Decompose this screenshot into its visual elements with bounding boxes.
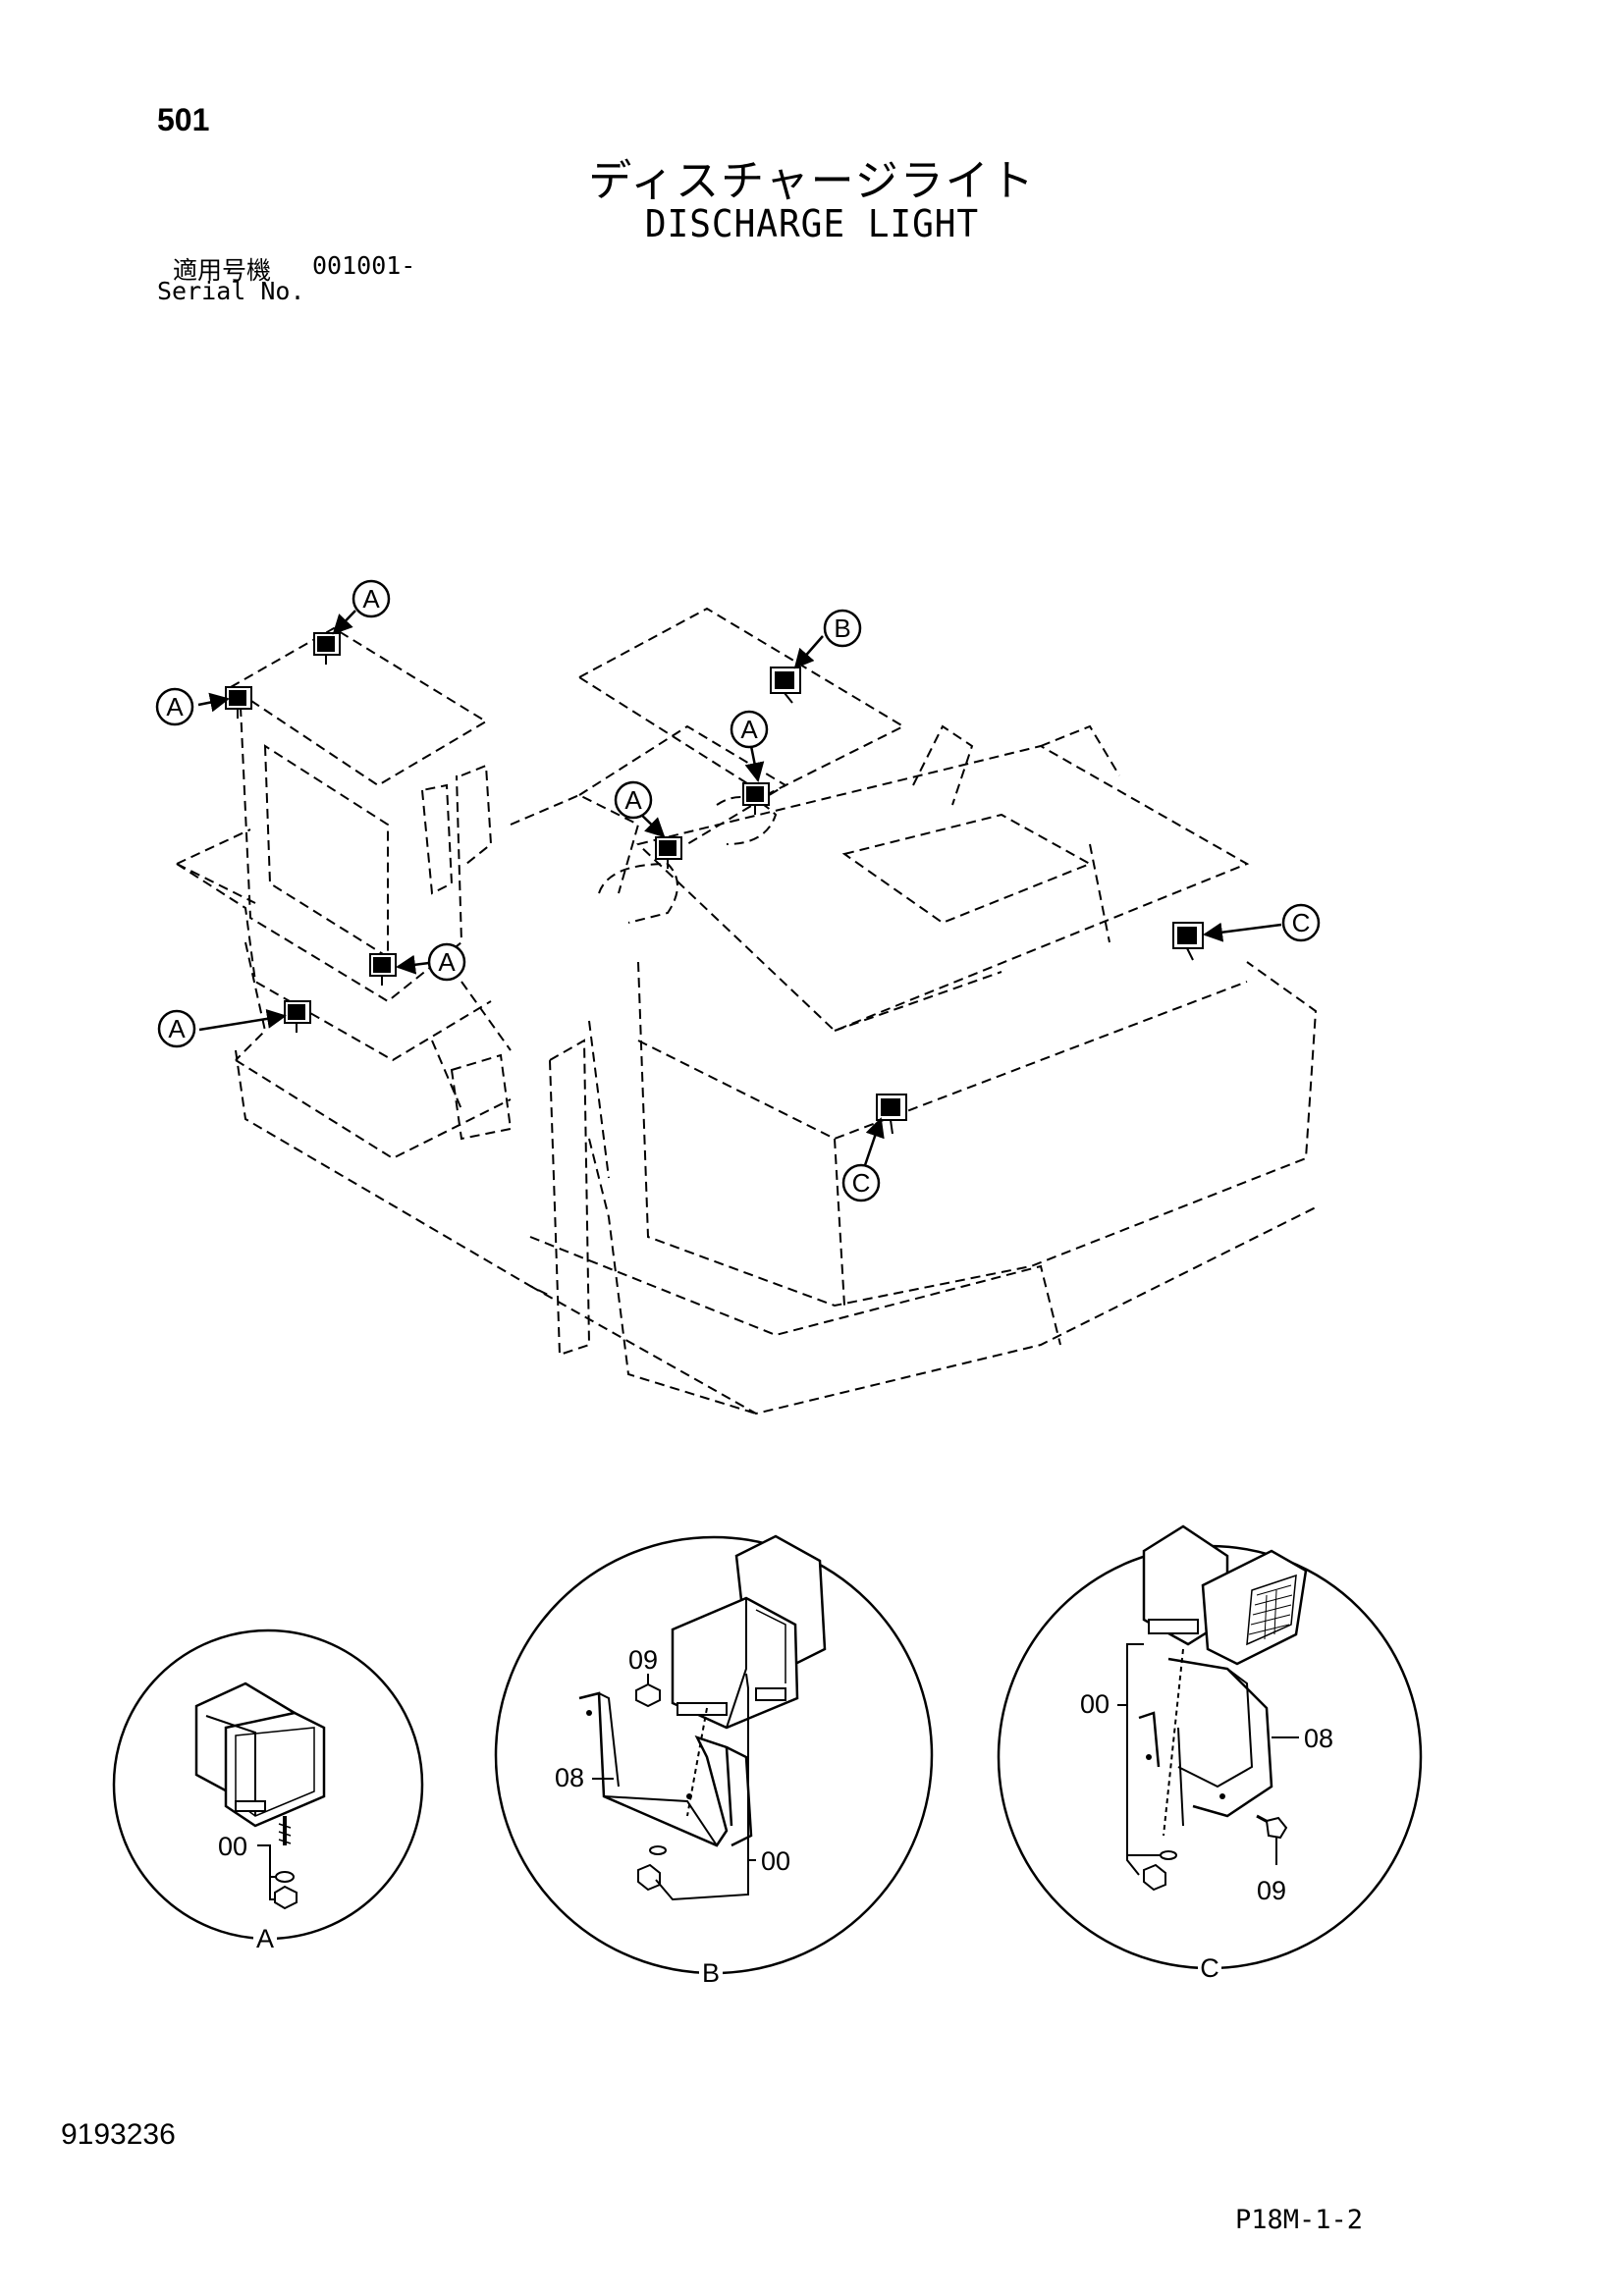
callout-a-4: A: [614, 780, 653, 820]
svg-text:B: B: [834, 614, 850, 643]
title-english: DISCHARGE LIGHT: [644, 202, 980, 245]
svg-text:C: C: [852, 1168, 871, 1198]
detail-a-label: A: [256, 1924, 274, 1953]
callout-a-6: A: [157, 1009, 196, 1048]
svg-text:C: C: [1292, 908, 1311, 937]
serial-label-japanese: 適用号機: [173, 256, 272, 285]
callout-a-5: A: [427, 942, 466, 982]
page-number: 501: [157, 102, 210, 137]
document-number: 9193236: [61, 2118, 176, 2151]
detail-a-part-00: 00: [218, 1832, 247, 1861]
page-code: P18M-1-2: [1235, 2205, 1364, 2235]
title-japanese: ディスチャージライト: [588, 156, 1036, 206]
machine-outline: [176, 607, 1318, 1415]
serial-range: 001001-: [312, 251, 416, 280]
callout-c-2: C: [841, 1163, 881, 1202]
detail-b-part-09: 09: [628, 1645, 658, 1675]
callout-c-1: C: [1281, 903, 1321, 942]
callout-a-1: A: [352, 579, 391, 618]
svg-text:A: A: [168, 1014, 186, 1043]
svg-text:A: A: [362, 584, 380, 614]
detail-b-part-08: 08: [555, 1763, 584, 1792]
serial-label-english: Serial No.: [157, 277, 305, 305]
svg-text:A: A: [166, 692, 184, 721]
callout-a-2: A: [155, 687, 194, 726]
overview-light-icons: [225, 632, 1204, 1135]
detail-b: 09 08 00 B: [494, 1534, 934, 1988]
callout-b-1: B: [823, 609, 862, 648]
detail-c-part-08: 08: [1304, 1724, 1333, 1753]
svg-text:A: A: [438, 947, 456, 977]
detail-c-part-00: 00: [1080, 1689, 1110, 1719]
detail-c: 08 00 09 C: [997, 1524, 1423, 1983]
detail-b-label: B: [702, 1958, 720, 1988]
detail-c-label: C: [1200, 1953, 1219, 1983]
detail-b-part-00: 00: [761, 1846, 790, 1876]
detail-a: 00 A: [112, 1629, 424, 1953]
detail-c-part-09: 09: [1257, 1876, 1286, 1905]
svg-text:A: A: [740, 715, 758, 744]
svg-text:A: A: [624, 785, 642, 815]
callout-a-3: A: [730, 710, 769, 749]
